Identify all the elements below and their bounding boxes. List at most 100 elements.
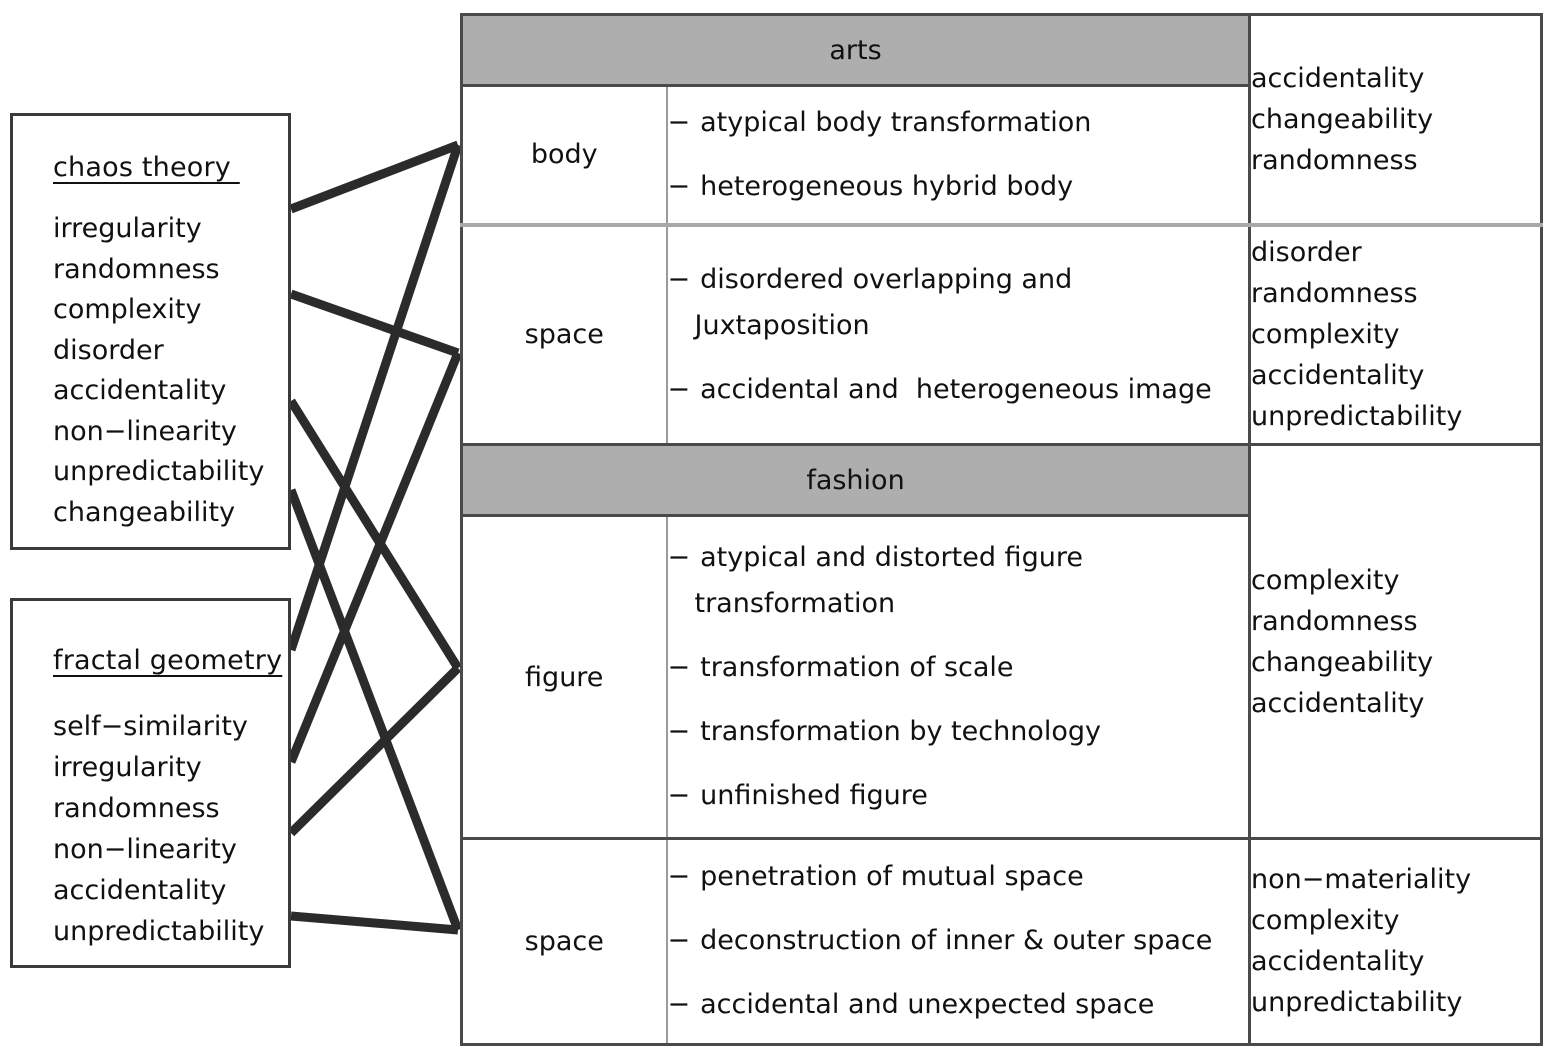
category-cell-fashion-space: space	[460, 836, 668, 1047]
list-item: randomness	[1251, 278, 1418, 310]
domain-header-fashion: fashion	[460, 443, 1251, 518]
table-row: fashion complexity randomness changeabil…	[460, 443, 1543, 839]
bullet-dash: −	[667, 780, 691, 812]
list-item: accidentality	[1251, 62, 1425, 94]
bullet-text: atypical and distorted figure	[700, 542, 1083, 574]
attribute-list: complexity randomness changeability acci…	[1251, 560, 1540, 724]
bullet-list: −penetration of mutual space −deconstruc…	[668, 845, 1249, 1037]
bullet-dash: −	[667, 925, 691, 957]
list-item: −deconstruction of inner & outer space	[668, 909, 1249, 973]
bullet-dash: −	[667, 989, 691, 1021]
list-item: changeability	[53, 496, 236, 528]
list-item: self−similarity	[53, 711, 248, 742]
bullet-text: transformation of scale	[700, 652, 1014, 684]
bullet-text: accidental and unexpected space	[700, 989, 1155, 1021]
list-item: disorder	[1251, 237, 1362, 269]
bullet-dash: −	[667, 106, 691, 138]
list-item: unpredictability	[53, 916, 265, 947]
attrs-cell-arts-body: accidentality changeability randomness	[1249, 13, 1543, 225]
connector-line-fractal-geometry-to-fashion-space	[290, 911, 459, 935]
list-item: randomness	[1251, 144, 1418, 176]
bullet-text: unfinished figure	[700, 780, 928, 812]
table-row: space −penetration of mutual space −deco…	[460, 836, 1543, 1047]
list-item: complexity	[1251, 319, 1400, 351]
bullet-dash: −	[667, 373, 691, 405]
list-item: accidentality	[1251, 946, 1425, 978]
list-item: changeability	[1251, 646, 1434, 678]
list-item: −accidental and unexpected space	[668, 973, 1249, 1037]
list-item: changeability	[1251, 103, 1434, 135]
list-item: complexity	[1251, 564, 1400, 596]
list-item: complexity	[53, 294, 202, 325]
list-item: irregularity	[53, 752, 202, 783]
bullet-list: −atypical body transformation −heterogen…	[668, 91, 1249, 219]
list-item: randomness	[53, 253, 220, 285]
attrs-cell-fashion-space: non−materiality complexity accidentality…	[1249, 836, 1543, 1047]
bullet-text: heterogeneous hybrid body	[700, 170, 1074, 202]
fractal-geometry-title: fractal geometry	[53, 645, 283, 676]
domain-header-arts: arts	[460, 13, 1251, 87]
connector-line-chaos-theory-to-fashion-space	[286, 488, 463, 932]
list-item: unpredictability	[53, 456, 265, 487]
list-item: non−linearity	[53, 834, 237, 865]
list-item: −unfinished figure	[668, 764, 1249, 828]
chaos-theory-box: chaos theory irregularity randomness com…	[10, 113, 291, 550]
chaos-theory-title: chaos theory	[53, 152, 240, 183]
bullet-text: disordered overlapping and	[700, 263, 1073, 295]
items-cell-arts-body: −atypical body transformation −heterogen…	[666, 85, 1251, 225]
attrs-cell-arts-space: disorder randomness complexity accidenta…	[1249, 222, 1543, 445]
category-cell-fashion-figure: figure	[460, 515, 668, 839]
list-item: disorder	[53, 334, 164, 366]
list-item: −penetration of mutual space	[668, 845, 1249, 909]
bullet-dash: −	[667, 170, 691, 202]
bullet-text: deconstruction of inner & outer space	[700, 925, 1213, 957]
list-item: non−linearity	[53, 415, 237, 447]
list-item: complexity	[1251, 905, 1400, 937]
category-cell-arts-body: body	[460, 85, 668, 225]
bullet-dash: −	[667, 716, 691, 748]
bullet-text: penetration of mutual space	[700, 861, 1084, 893]
list-item: accidentality	[53, 375, 227, 406]
bullet-text: atypical body transformation	[700, 106, 1092, 138]
list-item: unpredictability	[1251, 987, 1463, 1019]
matrix-table: arts accidentality changeability randomn…	[460, 13, 1543, 1047]
fractal-geometry-box: fractal geometry self−similarity irregul…	[10, 598, 291, 968]
list-item: non−materiality	[1251, 864, 1472, 896]
list-item: accidentality	[53, 875, 227, 906]
list-item: −atypical body transformation	[668, 91, 1249, 155]
connector-line-chaos-theory-to-arts-space	[289, 289, 460, 358]
connector-line-chaos-theory-to-arts-body	[289, 140, 460, 214]
bullet-continuation: transformation	[694, 588, 896, 620]
list-item: −transformation by technology	[668, 700, 1249, 764]
bullet-dash: −	[667, 542, 691, 574]
attribute-list: non−materiality complexity accidentality…	[1251, 859, 1540, 1023]
application-matrix-table: arts accidentality changeability randomn…	[460, 13, 1543, 1047]
connector-line-fractal-geometry-to-arts-body	[286, 143, 463, 652]
bullet-text: accidental and heterogeneous image	[700, 373, 1212, 405]
attribute-list: disorder randomness complexity accidenta…	[1251, 232, 1540, 437]
table-row: arts accidentality changeability randomn…	[460, 13, 1543, 225]
attrs-cell-fashion-figure: complexity randomness changeability acci…	[1249, 443, 1543, 839]
list-item: −atypical and distorted figure transforma…	[668, 526, 1249, 636]
bullet-continuation: Juxtaposition	[694, 309, 870, 341]
list-item: randomness	[1251, 605, 1418, 637]
connector-line-chaos-theory-to-fashion-figure	[287, 398, 462, 671]
bullet-dash: −	[667, 263, 691, 295]
connector-line-fractal-geometry-to-arts-space	[286, 351, 463, 764]
items-cell-fashion-space: −penetration of mutual space −deconstruc…	[666, 836, 1251, 1047]
table-row: body −atypical body transformation −hete…	[460, 85, 1542, 225]
bullet-dash: −	[667, 861, 691, 893]
list-item: accidentality	[1251, 687, 1425, 719]
chaos-theory-term-list: irregularity randomness complexity disor…	[47, 209, 265, 533]
fractal-geometry-term-list: self−similarity irregularity randomness …	[47, 706, 265, 952]
attribute-list: accidentality changeability randomness	[1251, 58, 1540, 181]
connector-group	[286, 140, 463, 935]
bullet-dash: −	[667, 652, 691, 684]
list-item: −heterogeneous hybrid body	[668, 155, 1249, 219]
